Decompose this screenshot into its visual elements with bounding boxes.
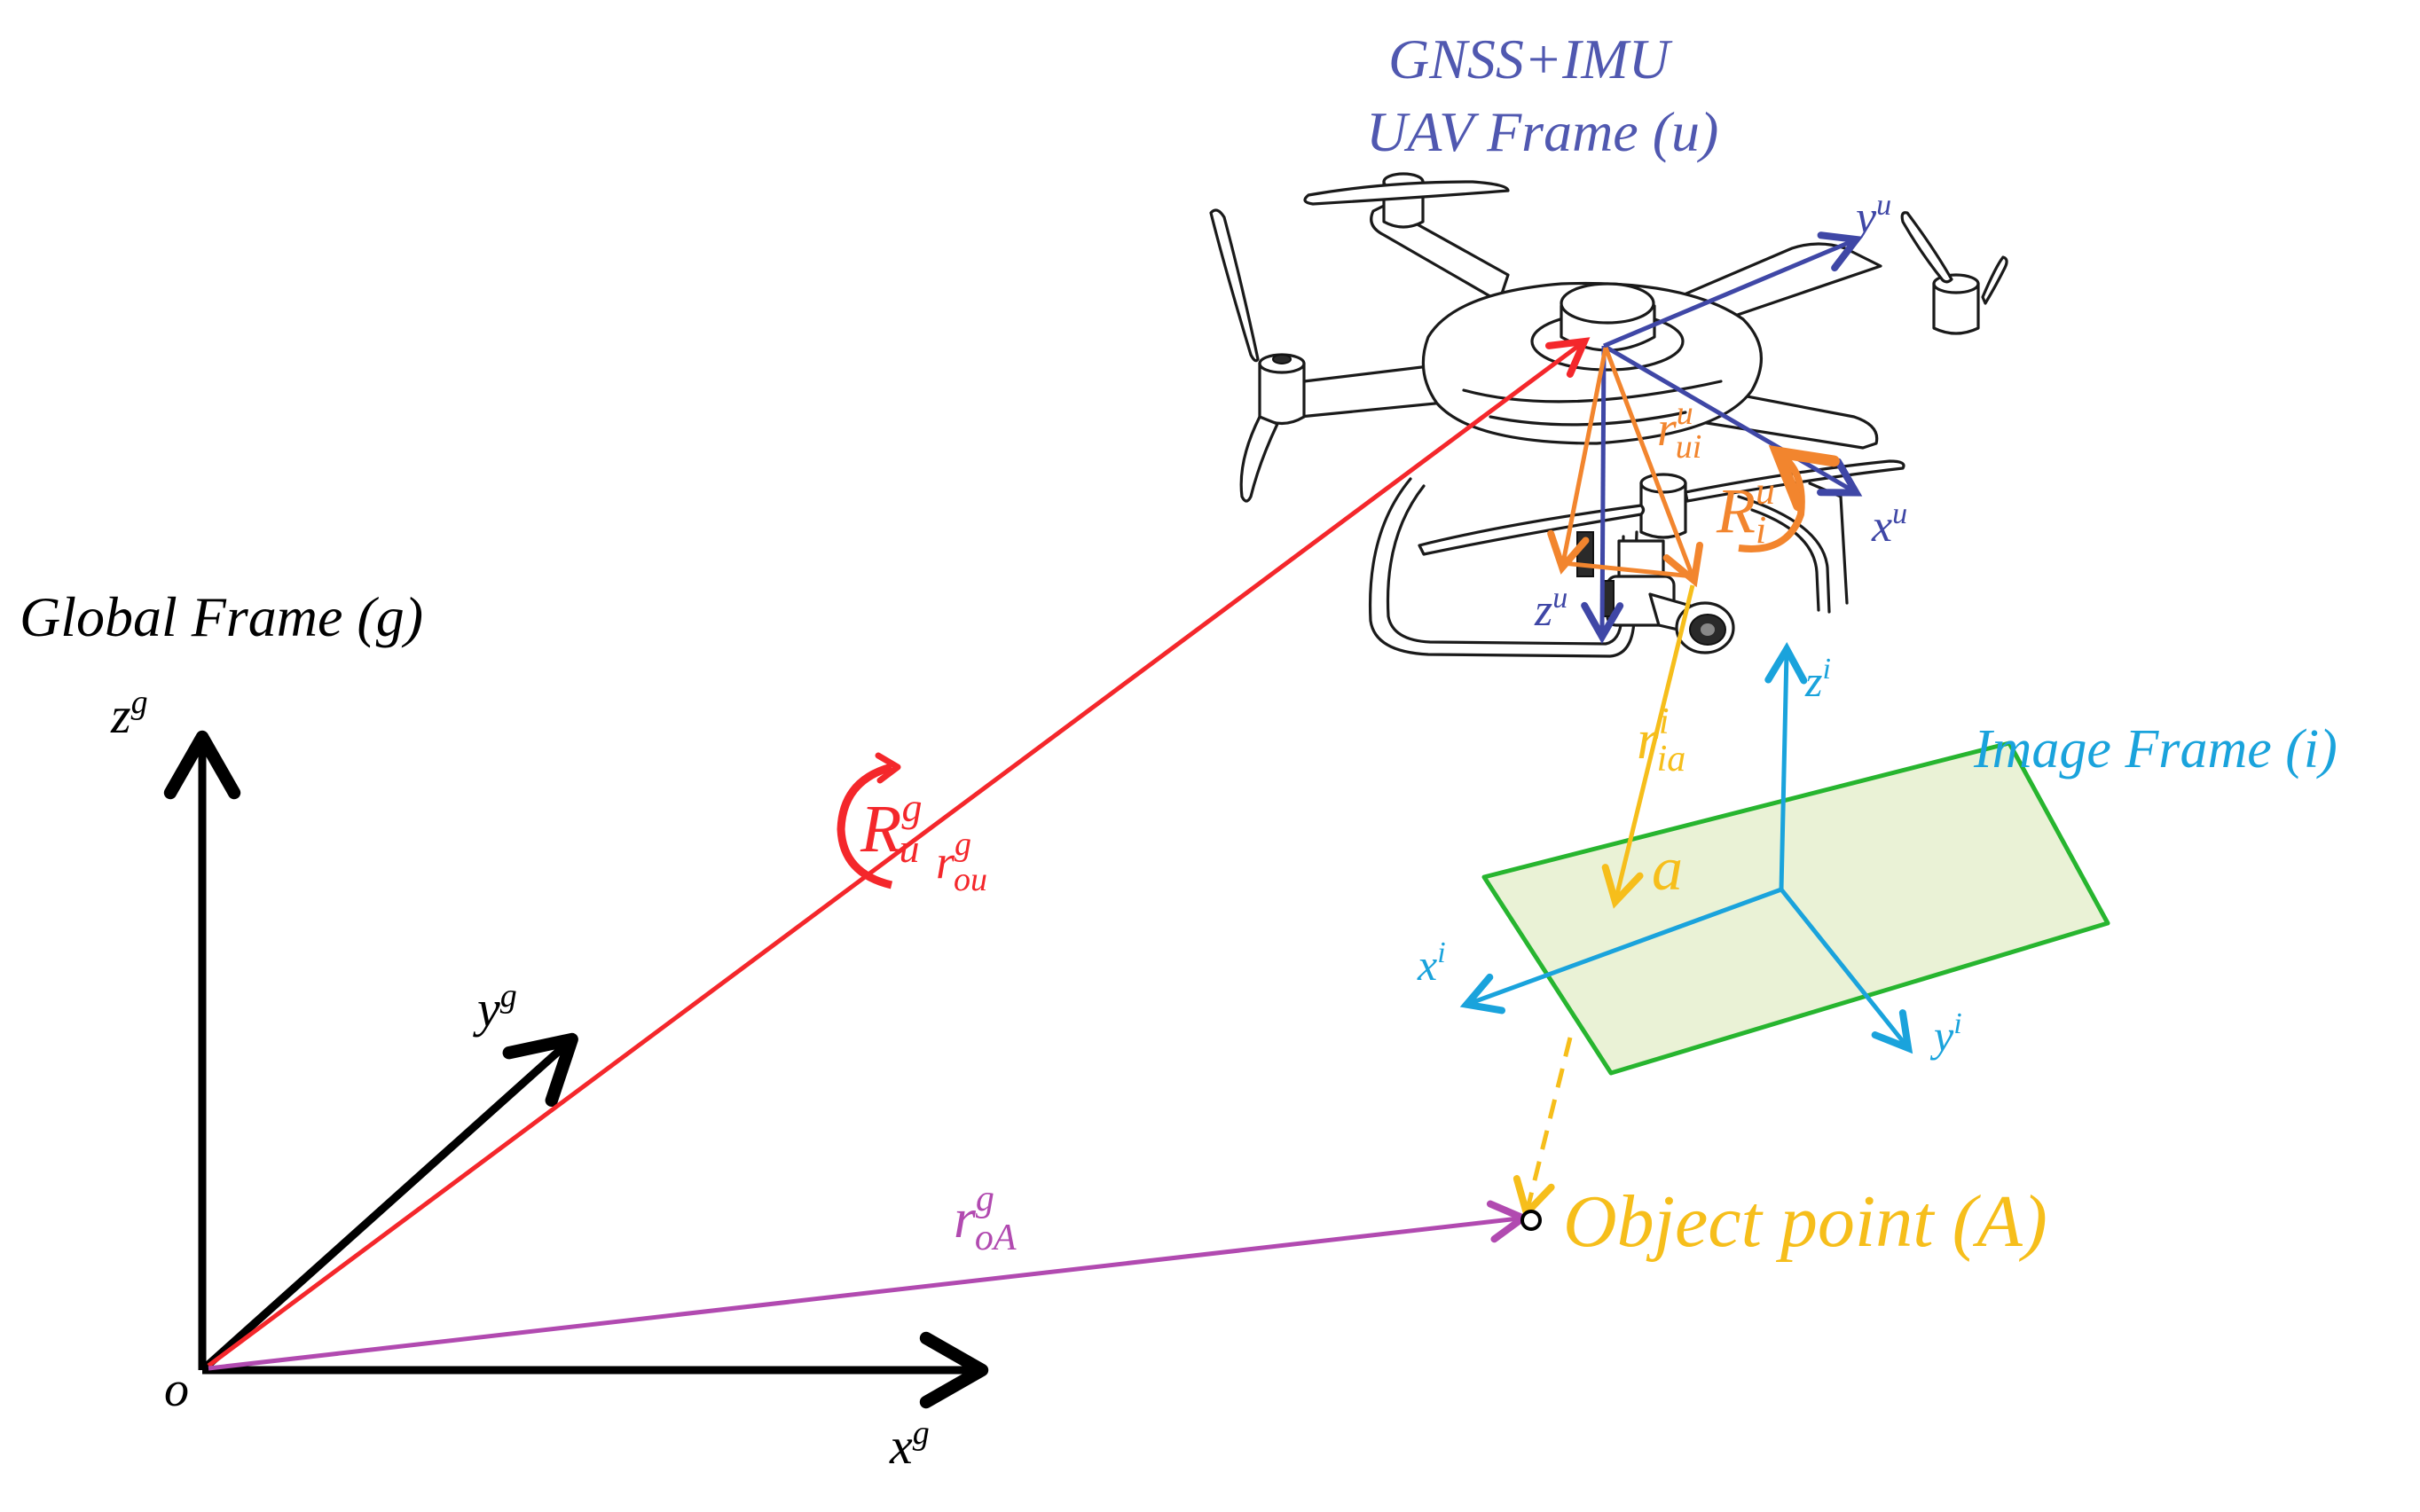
gnss-imu-title: GNSS+IMU	[1388, 27, 1673, 90]
image-z-axis	[1764, 641, 1808, 890]
vector-r-ui-secondary	[1547, 347, 1608, 575]
global-frame-title: Global Frame (g)	[20, 585, 423, 648]
rotation-R-u-g-arrowhead	[875, 752, 901, 784]
motor-front-right	[1639, 473, 1687, 539]
image-x-label: xi	[1417, 936, 1446, 990]
propeller-front-left	[1209, 208, 1260, 363]
vector-r-ia	[1601, 584, 1695, 909]
global-x-label: xg	[889, 1414, 930, 1475]
image-point-label: a	[1652, 835, 1683, 904]
rotation-R-u-g	[837, 763, 893, 889]
motor-front-left	[1258, 353, 1306, 426]
origin-label: o	[164, 1362, 189, 1417]
uav-z-label: zu	[1534, 582, 1568, 636]
global-z-label: zg	[110, 684, 148, 744]
image-frame-title: Image Frame (i)	[1973, 719, 2338, 780]
vector-r-ui-link	[1562, 560, 1693, 579]
image-frame-axes	[1459, 641, 1913, 1054]
uav-z-axis	[1581, 345, 1624, 645]
uav-x-label: xu	[1871, 497, 1907, 552]
object-point-marker	[1520, 1210, 1542, 1231]
image-z-label: zi	[1804, 653, 1831, 706]
motor-rear-right	[1932, 273, 1980, 335]
image-y-axis	[1780, 888, 1913, 1054]
vector-r-oA	[208, 1200, 1530, 1371]
global-y-label: yg	[473, 977, 517, 1038]
object-point-label: Object point (A)	[1563, 1180, 2047, 1263]
projection-ray	[1512, 1037, 1573, 1220]
rotation-R-i-u	[1738, 444, 1840, 552]
vector-r-ou	[207, 337, 1591, 1368]
global-y-axis	[199, 1032, 578, 1374]
uav-y-axis	[1603, 231, 1864, 349]
uav-frame-title: UAV Frame (u)	[1366, 100, 1718, 163]
vector-r-ui	[1603, 347, 1704, 588]
uav-y-label: yu	[1851, 189, 1891, 243]
propeller-rear-right	[1900, 211, 1953, 284]
image-x-axis	[1459, 887, 1782, 1015]
global-frame-axes	[163, 730, 989, 1409]
drone-illustration	[1209, 172, 2008, 658]
image-y-label: yi	[1929, 1007, 1962, 1061]
propeller-rear-left	[1303, 180, 1510, 206]
